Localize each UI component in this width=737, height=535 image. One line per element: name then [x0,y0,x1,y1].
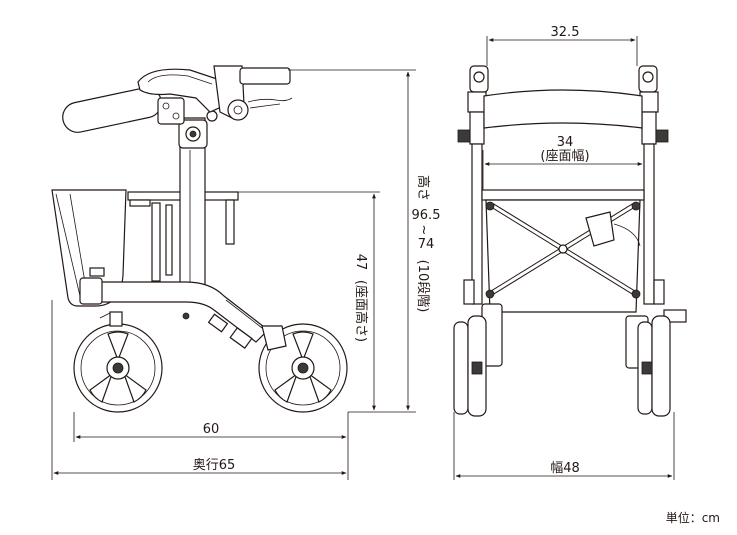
seat-height-value: 47 [353,254,368,271]
rear-wheel [73,311,163,413]
post-left [471,143,483,305]
handle-left-front [457,65,489,145]
front-view [453,65,687,417]
height-label: 高さ [415,175,431,201]
backrest [483,89,643,129]
base-length-label: 60 [203,422,220,437]
height-max: 96.5 [412,208,441,223]
cross-brace [485,201,641,299]
dimension-lines [51,36,675,480]
seat-width-value: 34 [557,135,574,150]
handle-side [62,65,293,133]
front-wheel-left [453,315,487,417]
seat-front [481,189,645,201]
front-wheel-right [637,315,671,417]
seat-height-label: (座面高さ) [353,280,369,342]
lower-frame [79,277,269,349]
side-view [51,65,348,413]
handle-right-front [638,65,669,145]
post-right [643,143,655,305]
main-post [178,110,218,301]
unit-label: 単位：cm [666,510,720,525]
width-label: 幅48 [550,461,580,476]
height-tilde: ~ [416,225,431,236]
depth-label: 奥行65 [193,458,236,473]
top-width-label: 32.5 [551,25,580,40]
height-min: 74 [418,237,435,252]
front-wheel [258,323,348,413]
seat-width-label: (座面幅) [540,149,589,164]
height-steps: (10段階) [415,260,430,313]
